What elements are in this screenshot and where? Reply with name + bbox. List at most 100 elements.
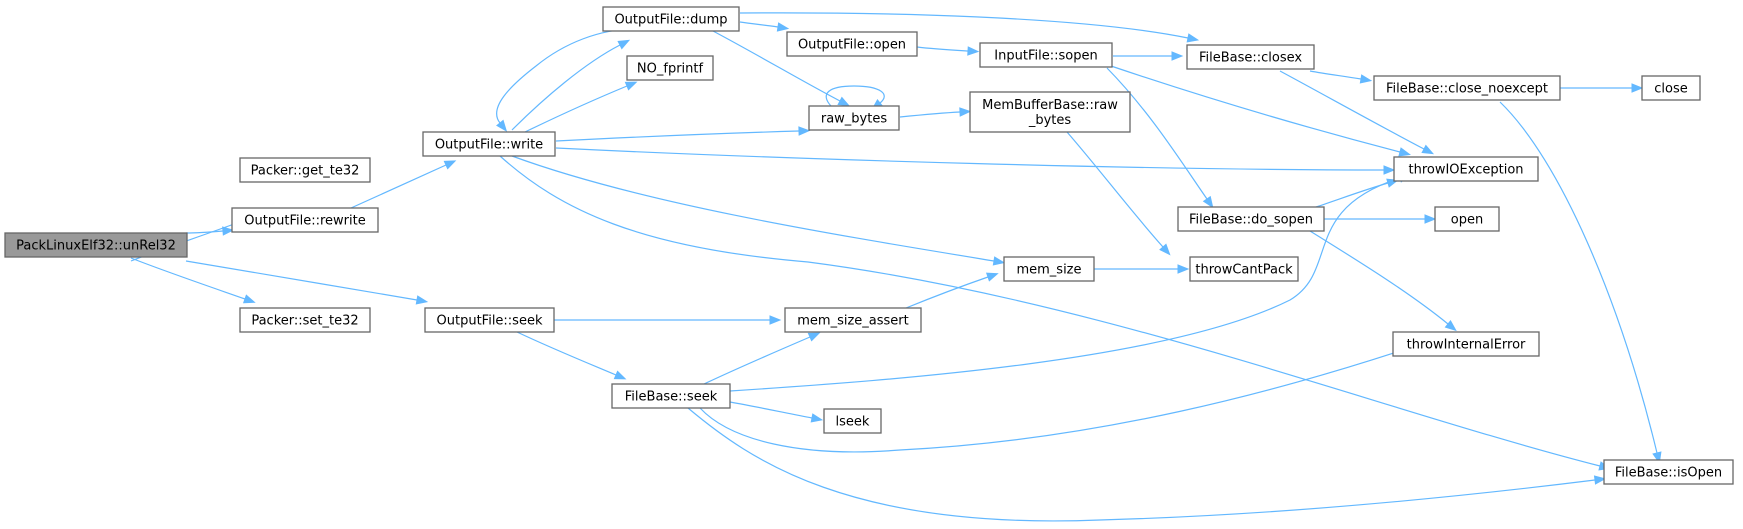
edge-line: [555, 147, 1385, 171]
node-throwio[interactable]: throwIOException: [1393, 156, 1539, 182]
node-box: [1603, 459, 1734, 485]
edge-of_seek-to-mem_size_assert: [553, 315, 782, 325]
edge-fb_seek-to-throwinternal: [699, 346, 1411, 453]
node-box: [823, 408, 882, 434]
node-unrel32[interactable]: PackLinuxElf32::unRel32: [4, 232, 188, 258]
edge-line: [511, 155, 995, 262]
node-box: [422, 131, 556, 157]
node-of-write[interactable]: OutputFile::write: [422, 131, 556, 157]
node-box: [239, 157, 371, 183]
node-label: OutputFile::dump: [614, 13, 727, 28]
edge-line: [511, 44, 621, 131]
edge-line: [899, 111, 961, 118]
edge-fb_close_noexcept-to-fb_isopen: [1499, 101, 1662, 465]
node-layer: PackLinuxElf32::unRel32Packer::get_te32O…: [4, 6, 1734, 485]
edge-arrowhead: [617, 39, 631, 50]
edge-of_write-to-mem_size: [511, 155, 1006, 266]
node-box: [239, 307, 371, 333]
edge-of_write-to-no_fprintf: [524, 81, 638, 133]
node-raw-bytes[interactable]: raw_bytes: [808, 105, 900, 131]
edge-if_sopen-to-fb_closex: [1113, 51, 1184, 61]
node-label: close: [1654, 82, 1687, 97]
edge-if_sopen-to-throwio: [1110, 65, 1411, 157]
node-box: [808, 105, 900, 131]
edge-arrowhead: [624, 81, 638, 91]
node-open[interactable]: open: [1434, 206, 1500, 232]
edge-line: [916, 46, 969, 52]
node-box: [1373, 75, 1561, 101]
edge-of_dump-to-fb_closex: [739, 12, 1200, 43]
node-set-te32[interactable]: Packer::set_te32: [239, 307, 371, 333]
node-mbb-raw[interactable]: MemBufferBase::raw_bytes: [969, 91, 1131, 133]
node-box: [4, 232, 188, 258]
edge-arrowhead: [1631, 83, 1644, 93]
edge-arrowhead: [613, 370, 627, 380]
edge-arrowhead: [242, 294, 256, 304]
node-box: [424, 307, 555, 333]
edge-fb_seek-to-lseek: [729, 401, 824, 423]
edge-arrowhead: [1444, 320, 1457, 332]
edge-of_seek-to-fb_seek: [516, 331, 627, 380]
edge-unrel32-to-rewrite: [185, 226, 235, 236]
edge-arrowhead: [1171, 51, 1184, 61]
node-label: raw_bytes: [821, 112, 887, 127]
node-box: [1641, 75, 1701, 101]
node-of-open[interactable]: OutputFile::open: [786, 31, 918, 57]
edge-line: [496, 28, 640, 124]
node-box: [626, 55, 714, 81]
node-label: lseek: [836, 415, 870, 430]
node-throwcantpack[interactable]: throwCantPack: [1189, 256, 1299, 282]
node-of-seek[interactable]: OutputFile::seek: [424, 307, 555, 333]
edge-arrowhead: [967, 46, 980, 56]
node-box: [1186, 44, 1315, 70]
edge-arrowhead: [776, 22, 790, 32]
edge-line: [739, 12, 1189, 39]
edge-line: [516, 331, 617, 376]
node-lseek[interactable]: lseek: [823, 408, 882, 434]
edge-line: [729, 401, 813, 419]
edge-arrowhead: [992, 256, 1006, 266]
node-fb-isopen[interactable]: FileBase::isOpen: [1603, 459, 1734, 485]
node-of-dump[interactable]: OutputFile::dump: [602, 6, 740, 32]
node-fb-do-sopen[interactable]: FileBase::do_sopen: [1177, 206, 1325, 232]
edge-fb_closex-to-throwio: [1279, 70, 1435, 155]
node-box: [1434, 206, 1500, 232]
node-label: OutputFile::open: [798, 38, 906, 53]
node-fb-close-noexcept[interactable]: FileBase::close_noexcept: [1373, 75, 1561, 101]
node-label: FileBase::seek: [625, 390, 718, 405]
node-label: open: [1451, 213, 1483, 228]
edge-line: [1066, 131, 1164, 248]
node-label: Packer::get_te32: [251, 164, 360, 179]
edge-line: [185, 260, 418, 301]
edge-line: [1106, 67, 1208, 200]
node-fb-seek[interactable]: FileBase::seek: [611, 383, 731, 409]
node-label: PackLinuxElf32::unRel32: [16, 239, 176, 254]
edge-fb_close_noexcept-to-close: [1559, 83, 1644, 93]
edge-of_open-to-if_sopen: [916, 46, 980, 56]
edge-arrowhead: [837, 96, 851, 107]
node-box: [231, 207, 379, 233]
node-if-sopen[interactable]: InputFile::sopen: [979, 42, 1113, 68]
node-close[interactable]: close: [1641, 75, 1701, 101]
node-get-te32[interactable]: Packer::get_te32: [239, 157, 371, 183]
edge-arrowhead: [769, 315, 782, 325]
edge-line: [1309, 230, 1449, 325]
edge-arrowhead: [1424, 214, 1437, 224]
edge-mem_size-to-throwcantpack: [1094, 264, 1190, 274]
node-no-fprintf[interactable]: NO_fprintf: [626, 55, 714, 81]
node-mem-size-assert[interactable]: mem_size_assert: [784, 307, 922, 333]
node-fb-closex[interactable]: FileBase::closex: [1186, 44, 1315, 70]
node-rewrite[interactable]: OutputFile::rewrite: [231, 207, 379, 233]
edge-line: [1279, 70, 1425, 150]
edge-arrowhead: [1421, 144, 1435, 155]
node-box: [602, 6, 740, 32]
edge-line: [350, 164, 447, 209]
edge-fb_seek-to-fb_isopen: [687, 407, 1607, 522]
edge-arrowhead: [1398, 147, 1411, 157]
edge-arrowhead: [222, 226, 235, 236]
edge-of_write-to-fb_isopen: [499, 155, 1611, 471]
edge-arrowhead: [415, 295, 429, 305]
node-mem-size[interactable]: mem_size: [1003, 256, 1095, 282]
edge-fb_closex-to-fb_close_noexcept: [1309, 70, 1373, 84]
node-throwinternal[interactable]: throwInternalError: [1392, 331, 1540, 357]
